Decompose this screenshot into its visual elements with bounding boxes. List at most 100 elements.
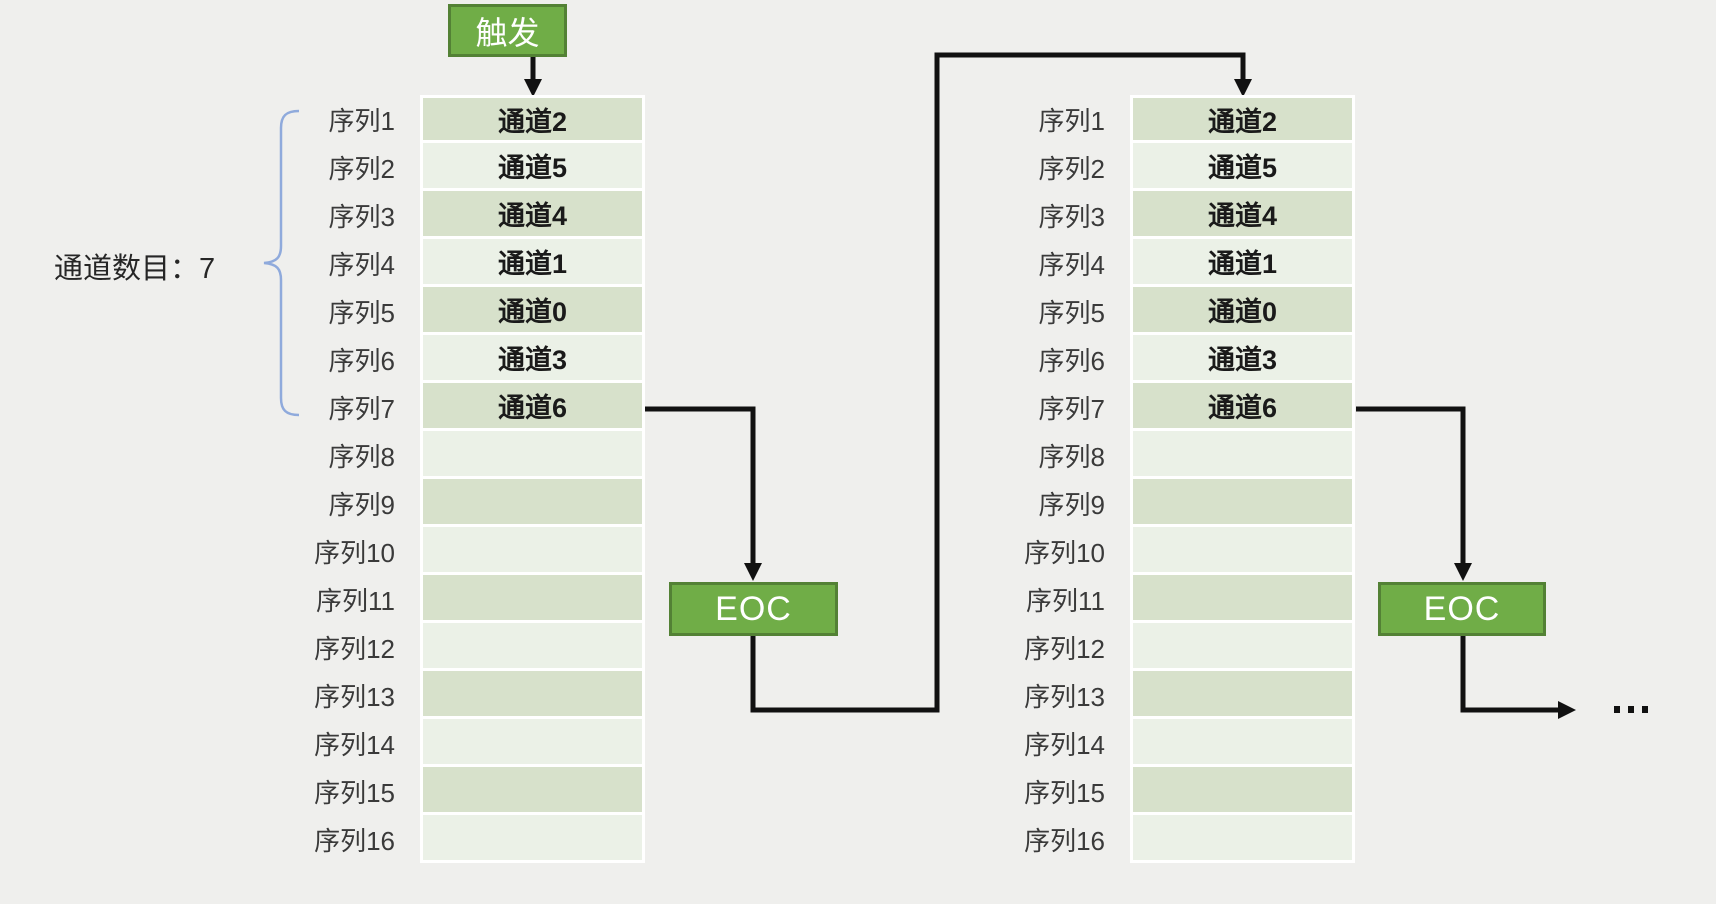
trigger-label: 触发	[475, 14, 540, 51]
eoc-label-1: EOC	[715, 589, 792, 628]
channel-cell-empty	[420, 671, 645, 719]
ellipsis-dot	[1628, 706, 1634, 713]
sequence-row: 序列12	[250, 623, 645, 671]
channel-cell-empty	[420, 623, 645, 671]
seq7-to-eoc2-arrow	[1356, 406, 1466, 564]
sequence-row: 序列5 通道0	[960, 287, 1355, 335]
channel-cell-empty	[1130, 719, 1355, 767]
sequence-label: 序列4	[328, 249, 395, 280]
channel-cell: 通道1	[1130, 239, 1355, 287]
sequence-label: 序列9	[1038, 489, 1105, 520]
channel-cell: 通道0	[1130, 287, 1355, 335]
sequence-row: 序列16	[960, 815, 1355, 863]
sequence-label: 序列13	[314, 681, 395, 712]
channel-cell: 通道4	[1130, 191, 1355, 239]
channel-cell: 通道0	[420, 287, 645, 335]
channel-cell-empty	[420, 527, 645, 575]
seq7-to-eoc1-arrow	[645, 406, 756, 564]
sequence-label: 序列9	[328, 489, 395, 520]
channel-cell: 通道4	[420, 191, 645, 239]
channel-cell: 通道6	[1130, 383, 1355, 431]
sequence-label: 序列8	[1038, 441, 1105, 472]
channel-cell-empty	[420, 479, 645, 527]
sequence-row: 序列12	[960, 623, 1355, 671]
sequence-label: 序列16	[314, 825, 395, 856]
ellipsis	[1614, 706, 1648, 713]
sequence-row: 序列4 通道1	[250, 239, 645, 287]
sequence-row: 序列10	[960, 527, 1355, 575]
sequence-label: 序列2	[328, 153, 395, 184]
sequence-row: 序列8	[960, 431, 1355, 479]
sequence-row: 序列1 通道2	[960, 95, 1355, 143]
sequence-label: 序列15	[314, 777, 395, 808]
channel-count-label: 通道数目：7	[54, 253, 216, 285]
trigger-box: 触发	[448, 4, 567, 57]
sequence-label: 序列16	[1024, 825, 1105, 856]
sequence-row: 序列5 通道0	[250, 287, 645, 335]
sequence-label: 序列1	[1038, 105, 1105, 136]
channel-cell-empty	[420, 431, 645, 479]
sequence-row: 序列15	[960, 767, 1355, 815]
channel-cell: 通道2	[1130, 95, 1355, 143]
channel-cell: 通道5	[1130, 143, 1355, 191]
channel-cell-empty	[1130, 479, 1355, 527]
sequence-label: 序列15	[1024, 777, 1105, 808]
sequence-label: 序列6	[328, 345, 395, 376]
sequence-label: 序列1	[328, 105, 395, 136]
sequence-label: 序列11	[1026, 585, 1105, 616]
eoc-box-2: EOC	[1378, 582, 1546, 636]
sequence-label: 序列14	[1024, 729, 1105, 760]
channel-cell: 通道2	[420, 95, 645, 143]
seq7-to-eoc2-arrowhead	[1454, 563, 1472, 581]
channel-cell: 通道1	[420, 239, 645, 287]
sequence-label: 序列7	[328, 393, 395, 424]
ellipsis-dot	[1642, 706, 1648, 713]
eoc-box-1: EOC	[669, 582, 838, 636]
sequence-label: 序列3	[328, 201, 395, 232]
sequence-row: 序列10	[250, 527, 645, 575]
sequence-row: 序列9	[250, 479, 645, 527]
sequence-label: 序列11	[316, 585, 395, 616]
sequence-row: 序列3 通道4	[250, 191, 645, 239]
sequence-label: 序列6	[1038, 345, 1105, 376]
channel-cell: 通道5	[420, 143, 645, 191]
sequence-label: 序列10	[1024, 537, 1105, 568]
channel-cell-empty	[420, 767, 645, 815]
channel-cell-empty	[1130, 431, 1355, 479]
sequence-label: 序列5	[328, 297, 395, 328]
eoc2-to-next-arrow	[1460, 636, 1559, 713]
sequence-label: 序列5	[1038, 297, 1105, 328]
eoc-label-2: EOC	[1423, 589, 1501, 628]
sequence-row: 序列1 通道2	[250, 95, 645, 143]
channel-cell: 通道3	[1130, 335, 1355, 383]
sequence-row: 序列14	[250, 719, 645, 767]
sequence-row: 序列8	[250, 431, 645, 479]
channel-cell-empty	[1130, 767, 1355, 815]
sequence-row: 序列9	[960, 479, 1355, 527]
sequence-label: 序列10	[314, 537, 395, 568]
sequence-row: 序列11	[250, 575, 645, 623]
sequence-row: 序列6 通道3	[960, 335, 1355, 383]
channel-cell-empty	[1130, 815, 1355, 863]
sequence-label: 序列13	[1024, 681, 1105, 712]
sequence-row: 序列2 通道5	[250, 143, 645, 191]
sequence-label: 序列3	[1038, 201, 1105, 232]
channel-cell: 通道3	[420, 335, 645, 383]
channel-cell-empty	[1130, 527, 1355, 575]
sequence-row: 序列11	[960, 575, 1355, 623]
ellipsis-dot	[1614, 706, 1620, 713]
sequence-row: 序列13	[250, 671, 645, 719]
sequence-label: 序列7	[1038, 393, 1105, 424]
sequence-row: 序列6 通道3	[250, 335, 645, 383]
channel-cell-empty	[420, 719, 645, 767]
sequence-label: 序列14	[314, 729, 395, 760]
channel-cell-empty	[1130, 623, 1355, 671]
sequence-row: 序列16	[250, 815, 645, 863]
sequence-row: 序列14	[960, 719, 1355, 767]
seq7-to-eoc1-arrowhead	[744, 563, 762, 581]
